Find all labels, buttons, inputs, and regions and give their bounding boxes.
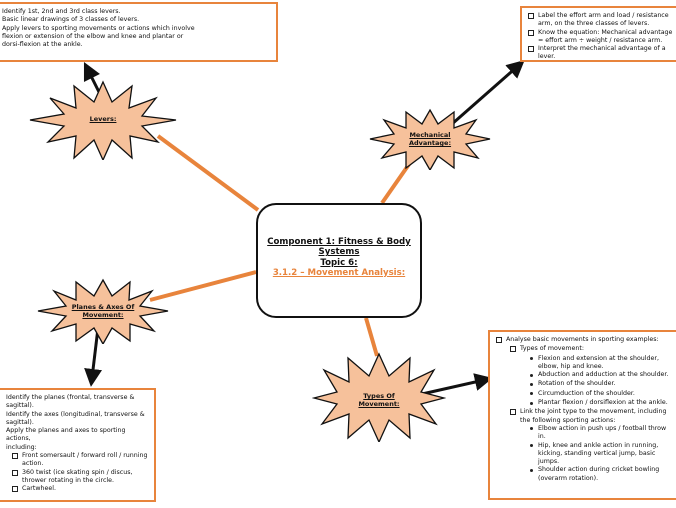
mechanical-label: Mechanical Advantage:	[400, 131, 460, 147]
bullet-icon	[530, 382, 533, 386]
types-info-box: Analyse basic movements in sporting exam…	[488, 330, 676, 500]
mechanical-label-line2: Advantage:	[408, 139, 452, 148]
checkbox-icon	[12, 486, 18, 493]
levers-line-5: dorsi-flexion at the ankle.	[2, 41, 83, 49]
checkbox-icon	[528, 29, 534, 36]
mechanical-item: Know the equation: Mechanical advantage …	[528, 29, 674, 46]
planes-item: Front somersault / forward roll / runnin…	[6, 452, 150, 469]
planes-star	[37, 278, 169, 344]
planes-label-line1: Planes & Axes Of	[71, 303, 135, 311]
checkbox-icon	[12, 469, 18, 476]
arrow-types	[421, 373, 493, 396]
center-topic-subtitle: 3.1.2 – Movement Analysis:	[272, 267, 406, 278]
planes-line-2: sagittal).	[6, 402, 34, 410]
checkbox-icon	[528, 46, 534, 53]
levers-star	[29, 80, 177, 160]
action-item: Hip, knee and ankle action in running, k…	[496, 442, 675, 467]
types-link-heading: Link the joint type to the movement, inc…	[496, 408, 675, 425]
mechanical-star	[369, 108, 491, 170]
levers-label: Levers:	[89, 115, 117, 123]
connector-types	[364, 317, 379, 357]
action-item: Elbow action in push ups / football thro…	[496, 425, 675, 442]
movement-item: Abduction and adduction at the shoulder.	[496, 371, 675, 380]
mechanical-item: Label the effort arm and load / resistan…	[528, 12, 674, 29]
planes-line-5: Apply the planes and axes to sporting ac…	[6, 427, 126, 443]
types-subheading: Types of movement:	[496, 345, 675, 354]
movement-item: Plantar flexion / dorsiflexion at the an…	[496, 399, 675, 408]
bullet-icon	[530, 427, 533, 431]
bullet-icon	[530, 357, 533, 361]
mechanical-item: Interpret the mechanical advantage of a …	[528, 45, 674, 60]
checkbox-icon	[510, 346, 516, 353]
bullet-icon	[530, 444, 533, 448]
arrow-planes	[84, 327, 103, 387]
movement-item: Rotation of the shoulder.	[496, 380, 675, 389]
levers-line-3: Apply levers to sporting movements or ac…	[2, 24, 195, 32]
mechanical-label-line1: Mechanical	[409, 131, 451, 139]
planes-line-4: sagittal).	[6, 418, 34, 426]
planes-label-line2: Movement:	[82, 311, 124, 320]
bullet-icon	[530, 401, 533, 405]
connector-levers	[156, 134, 260, 212]
levers-line-2: Basic linear drawings of 3 classes of le…	[2, 16, 140, 24]
planes-info-box: Identify the planes (frontal, transverse…	[0, 388, 156, 502]
mechanical-info-box: Label the effort arm and load / resistan…	[520, 6, 676, 62]
levers-line-1: Identify 1st, 2nd and 3rd class levers.	[2, 8, 121, 15]
planes-item: Cartwheel.	[6, 485, 150, 494]
levers-info-box: Identify 1st, 2nd and 3rd class levers. …	[0, 2, 278, 62]
levers-line-4: flexion or extension of the elbow and kn…	[2, 32, 184, 40]
types-label-line1: Types Of	[363, 392, 395, 400]
connector-planes	[149, 270, 257, 302]
types-star	[312, 352, 446, 442]
planes-line-6: including:	[6, 443, 37, 451]
bullet-icon	[530, 373, 533, 377]
bullet-icon	[530, 468, 533, 472]
types-heading: Analyse basic movements in sporting exam…	[496, 336, 675, 345]
center-topic-number: Topic 6:	[320, 257, 358, 268]
types-label: Types Of Movement:	[346, 392, 412, 408]
types-label-line2: Movement:	[358, 400, 400, 409]
bullet-icon	[530, 392, 533, 396]
arrow-mechanical	[451, 60, 525, 126]
center-title-line2: Systems	[318, 247, 360, 258]
checkbox-icon	[12, 453, 18, 460]
checkbox-icon	[510, 409, 516, 416]
planes-line-3: Identify the axes (longitudinal, transve…	[6, 410, 145, 418]
movement-item: Circumduction of the shoulder.	[496, 390, 675, 399]
planes-line-1: Identify the planes (frontal, transverse…	[6, 394, 135, 401]
planes-label: Planes & Axes Of Movement:	[66, 303, 140, 319]
checkbox-icon	[496, 337, 502, 343]
action-item: Shoulder action during cricket bowling (…	[496, 466, 675, 483]
checkbox-icon	[528, 13, 534, 19]
planes-item: 360 twist (ice skating spin / discus, th…	[6, 469, 150, 486]
center-title-line1: Component 1: Fitness & Body	[267, 237, 411, 247]
center-topic-box: Component 1: Fitness & Body Systems Topi…	[256, 203, 422, 318]
movement-item: Flexion and extension at the shoulder, e…	[496, 355, 675, 372]
